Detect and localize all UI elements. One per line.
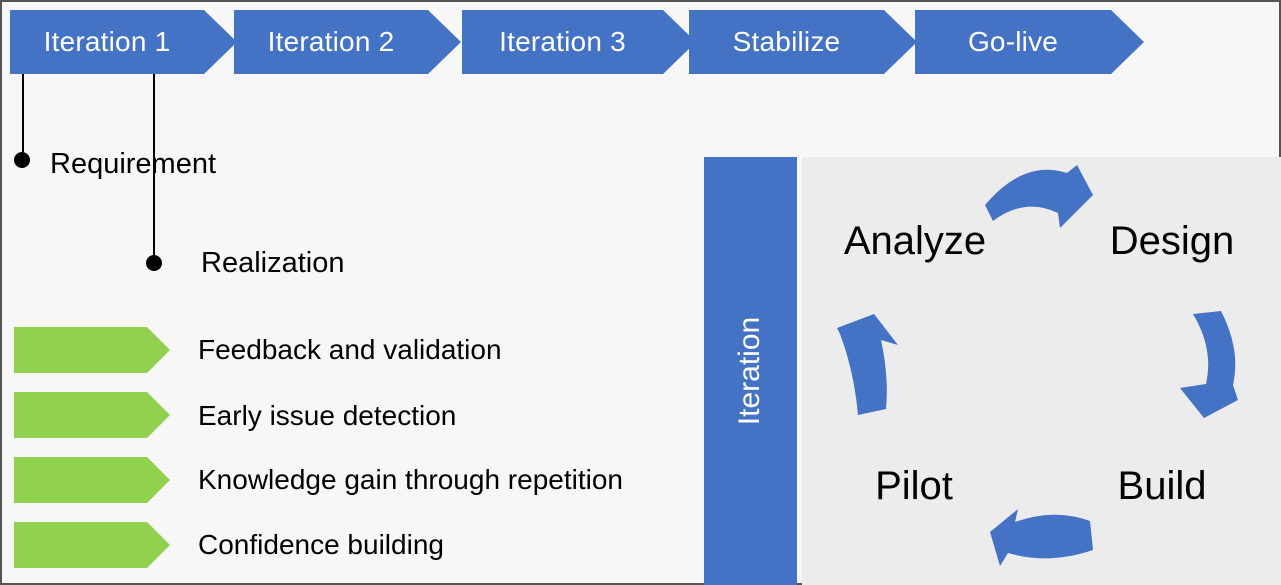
callout-label-realization: Realization [201, 247, 345, 279]
process-step-go-live: Go-live [915, 10, 1144, 74]
curved-arrow-left-icon [990, 509, 1093, 566]
process-step-iteration-1: Iteration 1 [10, 10, 237, 74]
callout-line-realization [153, 74, 155, 256]
curved-arrow-down-icon [1180, 311, 1238, 418]
process-step-iteration-3: Iteration 3 [462, 10, 696, 74]
benefit-label-knowledge: Knowledge gain through repetition [198, 464, 623, 495]
callout-dot-icon [146, 255, 162, 271]
callout-dot-icon [14, 152, 30, 168]
benefit-label-feedback: Feedback and validation [198, 334, 502, 365]
iteration-bar-label: Iteration [733, 316, 767, 426]
benefit-arrow-icon [14, 522, 170, 568]
curved-arrow-right-icon [985, 165, 1093, 228]
benefit-arrow-icon [14, 457, 170, 503]
benefit-arrow-icon [14, 327, 170, 373]
callout-line-requirement [22, 74, 24, 152]
benefit-arrow-icon [14, 392, 170, 438]
curved-arrow-up-icon [837, 314, 898, 415]
cycle-phase-build: Build [1117, 464, 1207, 508]
callout-label-requirement: Requirement [50, 148, 217, 180]
benefit-label-confidence: Confidence building [198, 529, 444, 560]
cycle-phase-analyze: Analyze [843, 219, 987, 263]
cycle-arrows-graphic [837, 165, 1238, 566]
cycle-phase-pilot: Pilot [875, 464, 953, 508]
benefit-label-early-issue: Early issue detection [198, 400, 457, 431]
cycle-panel: Analyze Design Pilot Build [802, 157, 1281, 585]
iteration-bar: Iteration [704, 157, 797, 585]
cycle-phase-design: Design [1109, 219, 1235, 263]
process-step-iteration-2: Iteration 2 [234, 10, 461, 74]
process-step-stabilize: Stabilize [689, 10, 917, 74]
